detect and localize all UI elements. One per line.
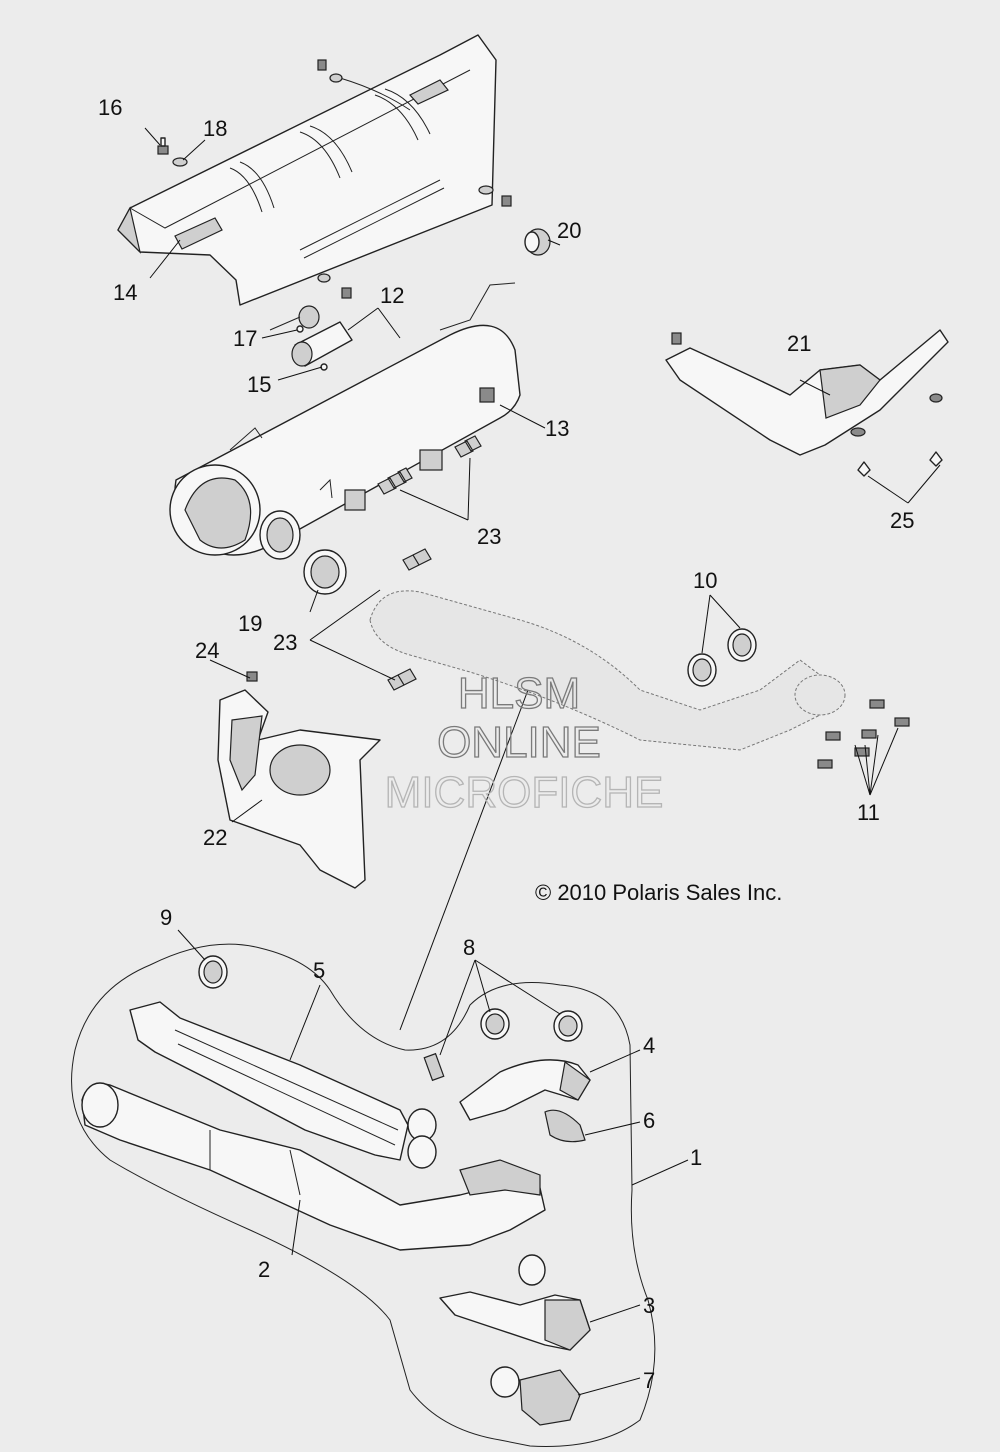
shield-5 <box>129 1001 409 1161</box>
bracket-21 <box>665 329 949 456</box>
grommet-front <box>269 305 320 331</box>
callout-23a: 23 <box>477 524 501 549</box>
callout-4: 4 <box>643 1033 655 1058</box>
callout-3: 3 <box>643 1293 655 1318</box>
fastener-24 <box>246 671 258 682</box>
callout-8: 8 <box>463 935 475 960</box>
leader-lines <box>144 127 941 1396</box>
headpipe-ghost <box>369 590 846 751</box>
bolts-11 <box>817 699 910 769</box>
callout-18: 18 <box>203 116 227 141</box>
shield-fasteners <box>317 59 512 299</box>
callout-15: 15 <box>247 372 271 397</box>
callout-17: 17 <box>233 326 257 351</box>
clips-25 <box>857 451 943 477</box>
copyright-text: © 2010 Polaris Sales Inc. <box>535 880 782 905</box>
callout-14: 14 <box>113 280 137 305</box>
callout-12: 12 <box>380 283 404 308</box>
spark-arrestor <box>291 321 353 371</box>
callout-22: 22 <box>203 825 227 850</box>
clamp-9 <box>198 955 228 989</box>
callout-21: 21 <box>787 331 811 356</box>
gasket-19 <box>303 549 347 595</box>
grommet-20 <box>524 228 551 256</box>
callout-24: 24 <box>195 638 219 663</box>
muffler <box>169 282 521 560</box>
springs <box>377 435 482 691</box>
callout-11: 11 <box>857 800 880 825</box>
callout-9: 9 <box>160 905 172 930</box>
assembly-outline <box>71 943 656 1447</box>
fastener-16 <box>157 137 169 155</box>
shield-7 <box>490 1366 581 1426</box>
washer-18 <box>172 157 188 167</box>
clamps-8 <box>407 1008 583 1169</box>
gaskets-10 <box>687 628 757 687</box>
callout-10: 10 <box>693 568 717 593</box>
callout-1: 1 <box>690 1145 702 1170</box>
callout-labels: 1 2 3 4 5 6 7 8 9 10 11 12 13 14 15 16 1… <box>98 95 914 1393</box>
callout-25: 25 <box>890 508 914 533</box>
callout-5: 5 <box>313 958 325 983</box>
callout-7: 7 <box>643 1368 655 1393</box>
callout-23b: 23 <box>273 630 297 655</box>
watermark-line-2: ONLINE <box>437 718 601 767</box>
pipe-4 <box>459 1059 591 1121</box>
watermark-line-3: MICROFICHE <box>385 768 664 817</box>
callout-2: 2 <box>258 1257 270 1282</box>
callout-19: 19 <box>238 611 262 636</box>
callout-16: 16 <box>98 95 122 120</box>
shield-22 <box>217 689 381 889</box>
callout-20: 20 <box>557 218 581 243</box>
pipe-3 <box>439 1254 591 1351</box>
shield-6 <box>544 1109 586 1143</box>
headpipe-2 <box>81 1082 546 1251</box>
callout-6: 6 <box>643 1108 655 1133</box>
heat-shield <box>117 34 497 306</box>
callout-13: 13 <box>545 416 569 441</box>
watermark: HLSM ONLINE MICROFICHE <box>384 668 664 817</box>
watermark-line-1: HLSM <box>458 669 580 718</box>
